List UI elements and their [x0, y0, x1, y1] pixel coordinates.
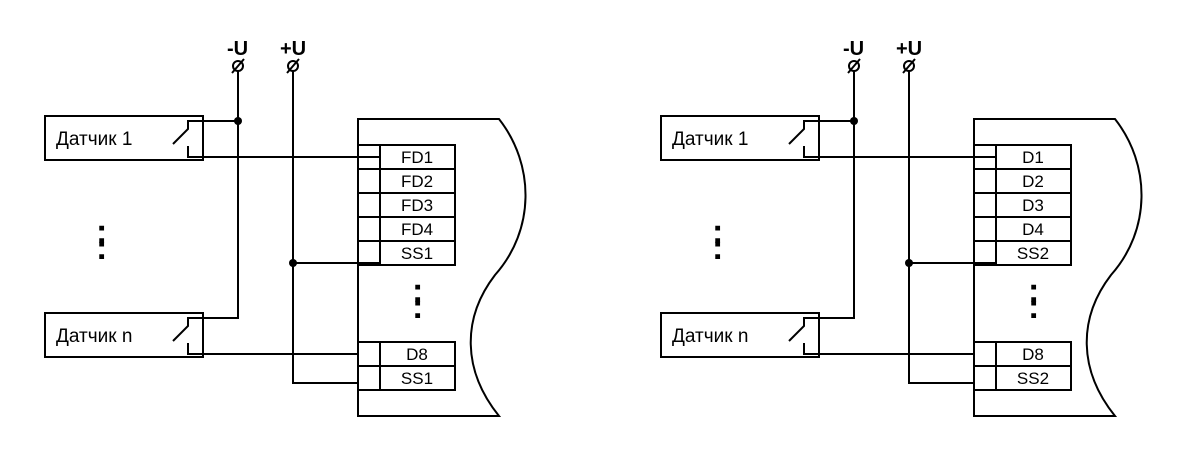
supply-minus-label: -U	[843, 38, 864, 60]
diagram-left: -U +U Датчик 1 Датчик n : :	[44, 38, 527, 417]
wire-plus-bus	[908, 71, 974, 384]
switch-contact-icon	[172, 120, 203, 158]
device-outline	[357, 118, 527, 417]
terminal-label: FD4	[401, 220, 433, 239]
diagram-right: -U +U Датчик 1 Датчик n : :	[660, 38, 1143, 417]
sensor-first-label: Датчик 1	[56, 129, 132, 150]
supply-plus-terminal-icon	[286, 58, 300, 74]
terminal-label: SS2	[1017, 369, 1049, 388]
junction-dot	[289, 259, 297, 267]
sensor-first-label: Датчик 1	[672, 129, 748, 150]
terminal-ellipsis: :	[1028, 288, 1039, 326]
device-outline	[973, 118, 1143, 417]
sensor-first-box	[660, 115, 820, 161]
sensor-ellipsis: :	[712, 213, 723, 251]
wire-minus-bus	[203, 71, 239, 319]
switch-contact-icon	[172, 317, 203, 355]
sensor-ellipsis: :	[96, 229, 107, 267]
supply-minus-terminal-icon	[231, 58, 245, 74]
junction-dot	[905, 259, 913, 267]
sensor-first-box	[44, 115, 204, 161]
wire-minus-bus	[819, 71, 855, 319]
terminal-label: FD2	[401, 172, 433, 191]
terminal-label: FD3	[401, 196, 433, 215]
terminal-label: D8	[1022, 345, 1044, 364]
terminal-label: D3	[1022, 196, 1044, 215]
terminal-block	[357, 144, 456, 266]
terminal-ellipsis: :	[412, 272, 423, 310]
wire-plus-bus	[292, 71, 358, 384]
sensor-last-box	[660, 312, 820, 358]
terminal-label: SS1	[401, 369, 433, 388]
terminal-block-bottom	[973, 341, 1072, 391]
supply-minus-label: -U	[227, 38, 248, 60]
sensor-last-box	[44, 312, 204, 358]
terminal-block	[973, 144, 1072, 266]
junction-dot	[234, 117, 242, 125]
terminal-ellipsis: :	[1028, 272, 1039, 310]
supply-plus-label: +U	[280, 38, 306, 60]
sensor-ellipsis: :	[96, 213, 107, 251]
sensor-ellipsis: :	[712, 229, 723, 267]
supply-minus-terminal-icon	[847, 58, 861, 74]
terminal-label: SS2	[1017, 244, 1049, 263]
terminal-label: D4	[1022, 220, 1044, 239]
supply-plus-label: +U	[896, 38, 922, 60]
sensor-last-label: Датчик n	[672, 326, 748, 347]
sensor-last-label: Датчик n	[56, 326, 132, 347]
junction-dot	[850, 117, 858, 125]
terminal-label: SS1	[401, 244, 433, 263]
terminal-label: D1	[1022, 148, 1044, 167]
terminal-label: D2	[1022, 172, 1044, 191]
switch-contact-icon	[788, 317, 819, 355]
terminal-ellipsis: :	[412, 288, 423, 326]
terminal-block-bottom	[357, 341, 456, 391]
supply-plus-terminal-icon	[902, 58, 916, 74]
terminal-label: D8	[406, 345, 428, 364]
terminal-label: FD1	[401, 148, 433, 167]
switch-contact-icon	[788, 120, 819, 158]
